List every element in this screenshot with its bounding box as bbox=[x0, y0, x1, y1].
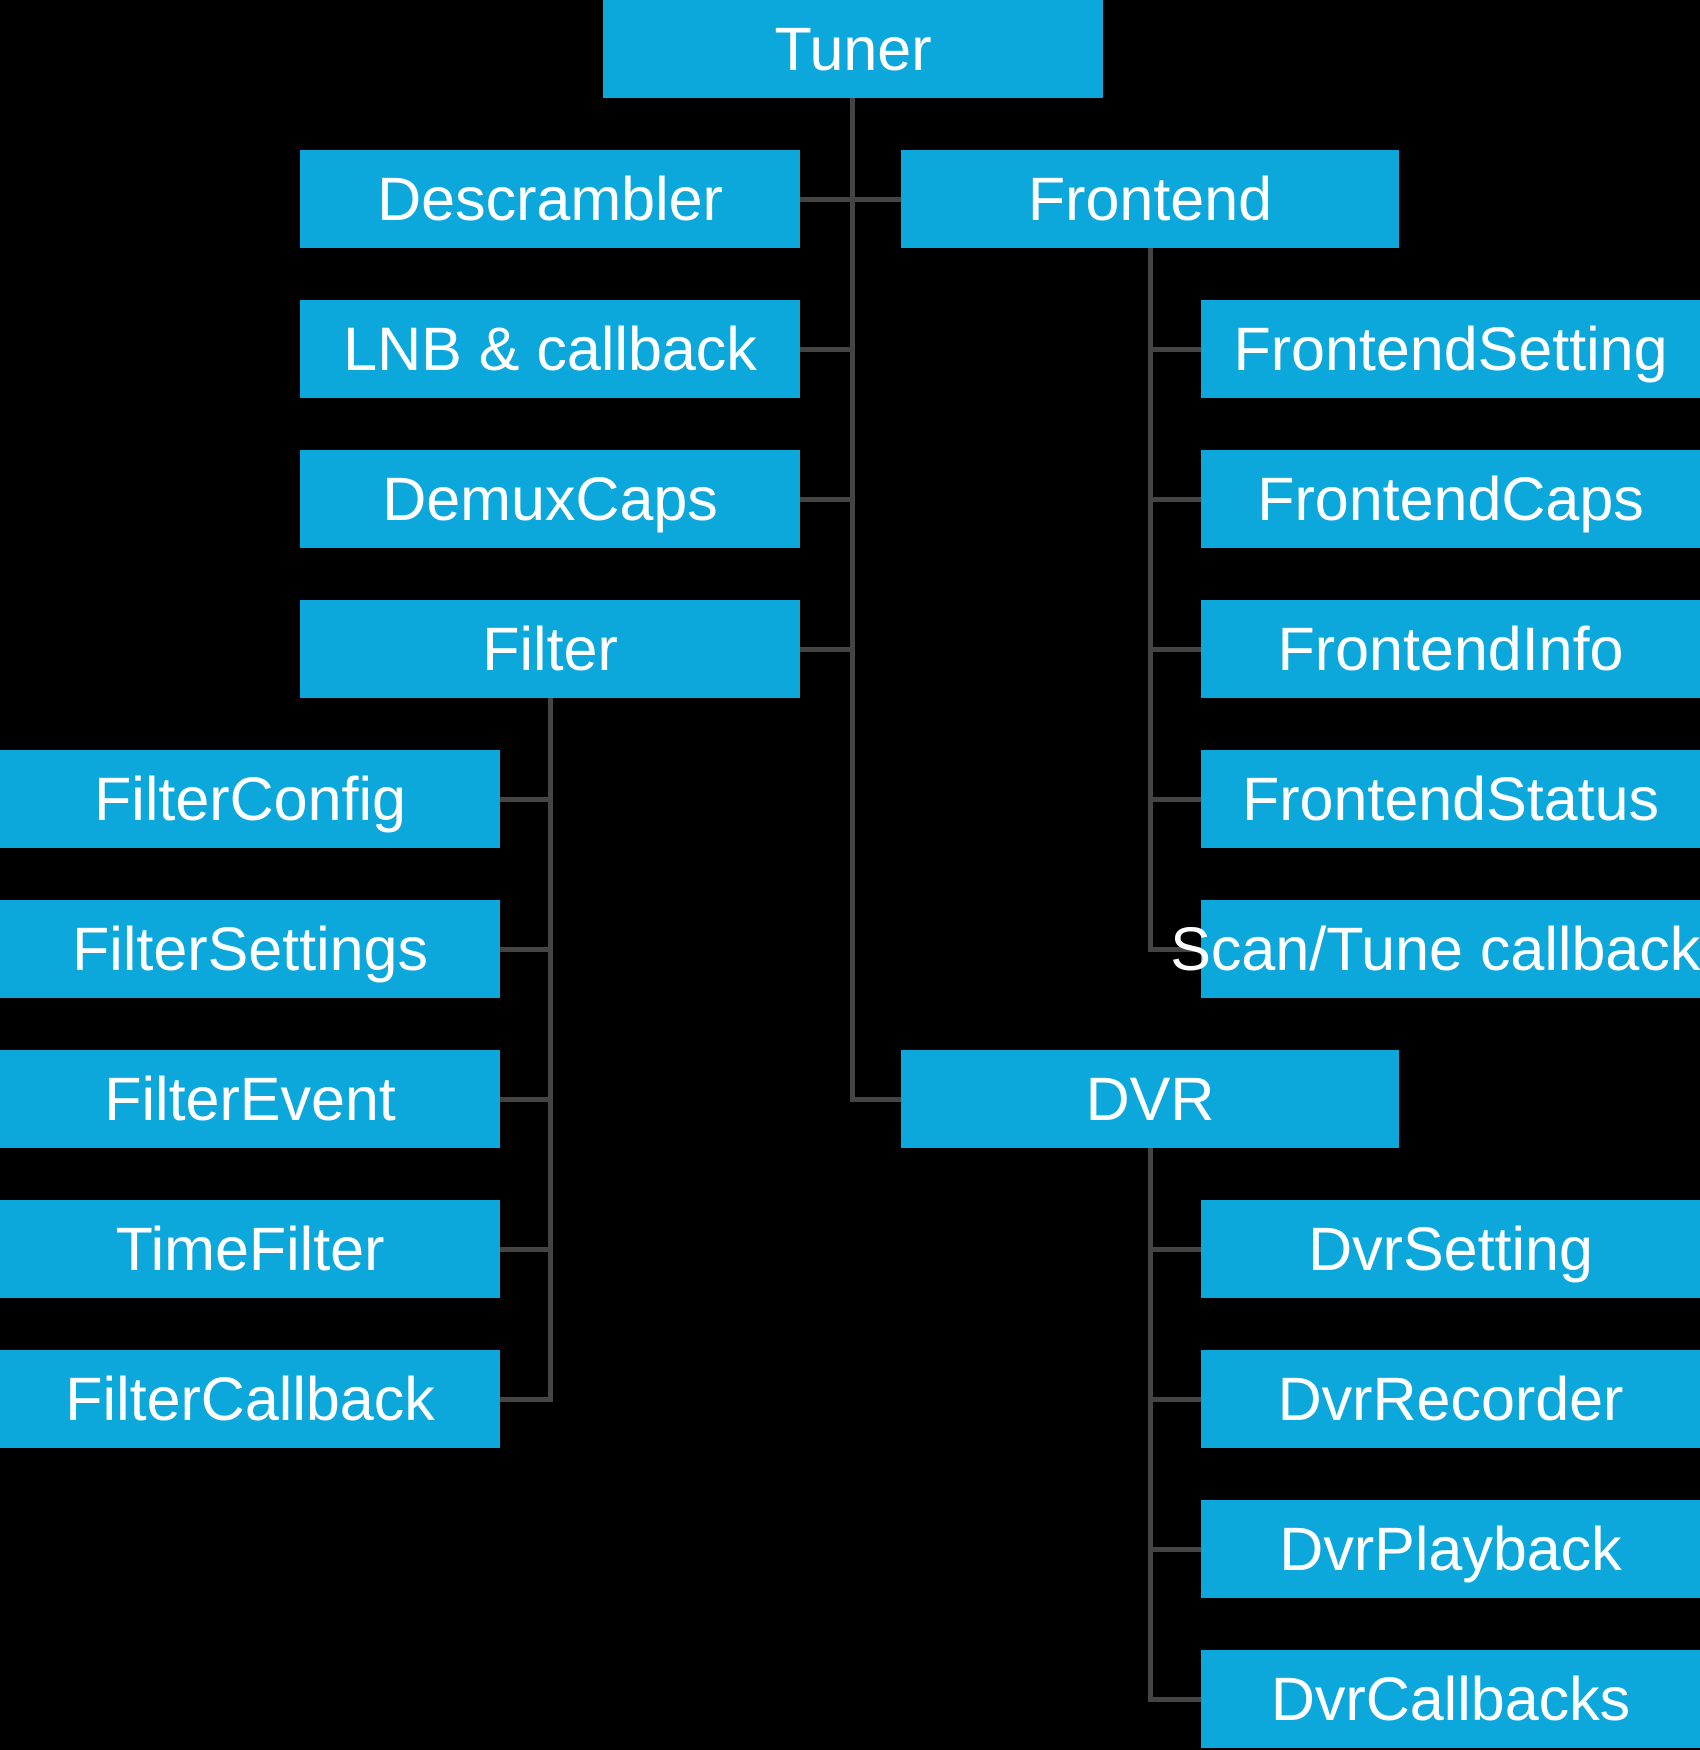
connector-filter bbox=[800, 647, 853, 652]
connector-dvrplayback bbox=[1148, 1547, 1201, 1552]
connector-dvrrecorder bbox=[1148, 1397, 1201, 1402]
connector-filtercallback bbox=[500, 1397, 553, 1402]
connector-filter-trunk bbox=[548, 698, 553, 1402]
node-frontendsetting: FrontendSetting bbox=[1201, 300, 1700, 398]
node-lnb-callback: LNB & callback bbox=[300, 300, 800, 398]
node-dvrsetting: DvrSetting bbox=[1201, 1200, 1700, 1298]
node-descrambler: Descrambler bbox=[300, 150, 800, 248]
node-filterconfig: FilterConfig bbox=[0, 750, 500, 848]
connector-dvr bbox=[850, 1097, 901, 1102]
connector-lnb bbox=[800, 347, 853, 352]
node-frontendcaps: FrontendCaps bbox=[1201, 450, 1700, 548]
node-demuxcaps: DemuxCaps bbox=[300, 450, 800, 548]
node-dvrrecorder: DvrRecorder bbox=[1201, 1350, 1700, 1448]
node-dvrplayback: DvrPlayback bbox=[1201, 1500, 1700, 1598]
connector-filterevent bbox=[500, 1097, 553, 1102]
connector-filtersettings bbox=[500, 947, 553, 952]
connector-demuxcaps bbox=[800, 497, 853, 502]
connector-frontendinfo bbox=[1148, 647, 1201, 652]
connector-timefilter bbox=[500, 1247, 553, 1252]
node-filterevent: FilterEvent bbox=[0, 1050, 500, 1148]
connector-frontendstatus bbox=[1148, 797, 1201, 802]
connector-dvrcallbacks bbox=[1148, 1697, 1201, 1702]
node-scantune-callbacks: Scan/Tune callbacks bbox=[1170, 900, 1700, 998]
node-filtercallback: FilterCallback bbox=[0, 1350, 500, 1448]
connector-dvr-trunk bbox=[1148, 1148, 1153, 1702]
node-dvrcallbacks: DvrCallbacks bbox=[1201, 1650, 1700, 1748]
connector-filterconfig bbox=[500, 797, 553, 802]
node-timefilter: TimeFilter bbox=[0, 1200, 500, 1298]
node-filter: Filter bbox=[300, 600, 800, 698]
connector-frontendcaps bbox=[1148, 497, 1201, 502]
connector-frontend-trunk bbox=[1148, 248, 1153, 952]
node-frontend: Frontend bbox=[901, 150, 1399, 248]
connector-tuner-trunk bbox=[850, 98, 855, 1102]
connector-frontendsetting bbox=[1148, 347, 1201, 352]
node-frontendstatus: FrontendStatus bbox=[1201, 750, 1700, 848]
node-frontendinfo: FrontendInfo bbox=[1201, 600, 1700, 698]
connector-scantune bbox=[1148, 947, 1201, 952]
node-dvr: DVR bbox=[901, 1050, 1399, 1148]
connector-descrambler-frontend bbox=[800, 197, 901, 202]
connector-dvrsetting bbox=[1148, 1247, 1201, 1252]
node-filtersettings: FilterSettings bbox=[0, 900, 500, 998]
node-tuner: Tuner bbox=[603, 0, 1103, 98]
